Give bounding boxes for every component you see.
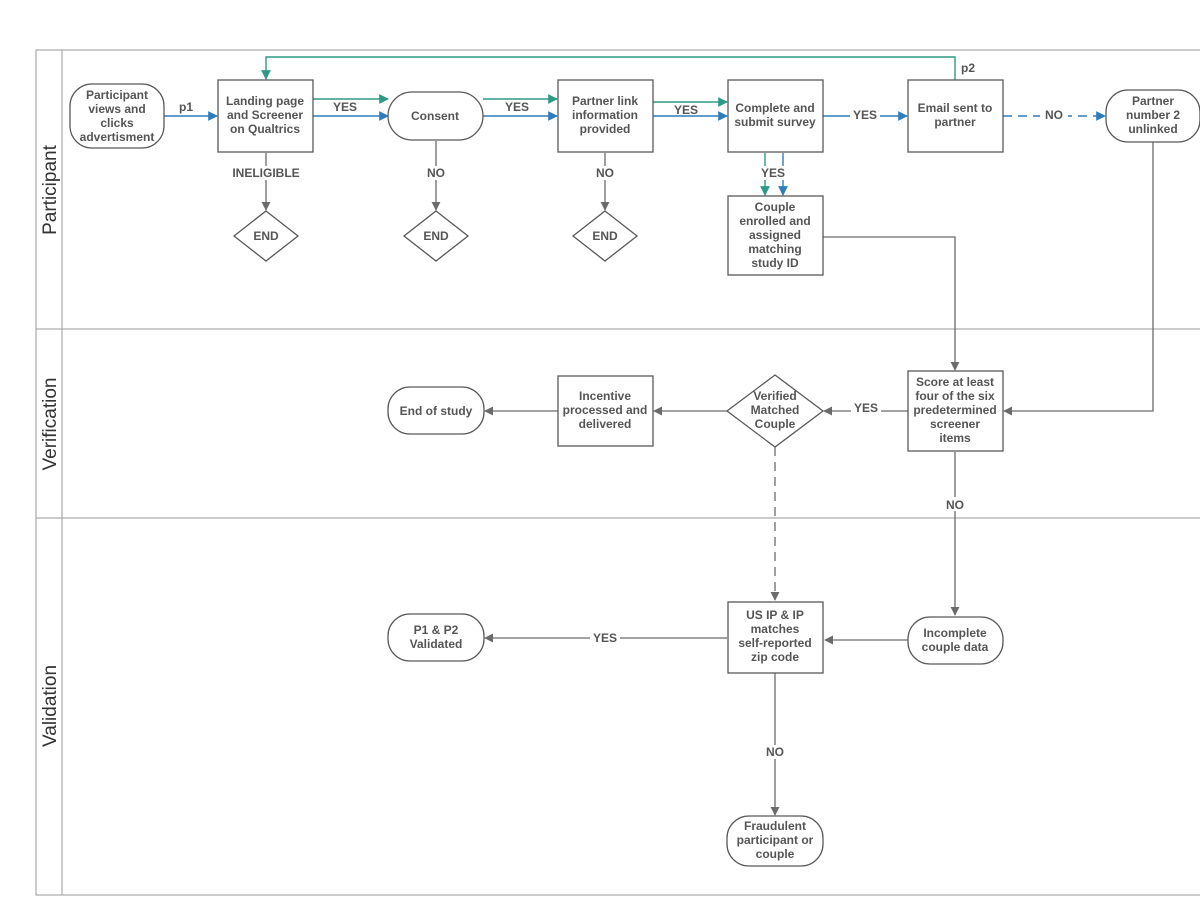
node-consent: Consent xyxy=(387,91,484,141)
edge-label-yes-score: YES xyxy=(854,401,878,415)
lane-label-participant: Participant xyxy=(40,144,61,234)
node-label: Consent xyxy=(411,109,459,123)
edge-label-yes-consent: YES xyxy=(505,100,529,114)
edge-label-yes-landing: YES xyxy=(333,100,357,114)
edge-label-no-partner: NO xyxy=(596,166,614,180)
node-end-partner: END xyxy=(571,210,639,262)
lane-label-validation: Validation xyxy=(40,665,61,747)
lane-label-verification: Verification xyxy=(40,378,61,471)
edge-label-no-ip: NO xyxy=(766,745,784,759)
edge-label-no-score: NO xyxy=(946,498,964,512)
edge-enrolled-score xyxy=(823,236,960,371)
edge-label-p1: p1 xyxy=(179,100,193,114)
node-end-consent: END xyxy=(402,210,470,262)
edge-partner2-score xyxy=(1003,142,1154,416)
node-label: End of study xyxy=(400,404,473,418)
edge-label-no-consent: NO xyxy=(427,166,445,180)
edge-label-yes-partner: YES xyxy=(674,103,698,117)
edge-label-ineligible: INELIGIBLE xyxy=(232,166,299,180)
edge-label-no-email: NO xyxy=(1045,108,1063,122)
node-label: END xyxy=(253,229,279,243)
edge-label-yes-enroll: YES xyxy=(761,166,785,180)
node-label: END xyxy=(423,229,449,243)
edges xyxy=(164,56,1154,816)
edge-label-p2: p2 xyxy=(961,61,975,75)
node-end-of-study: End of study xyxy=(387,386,485,435)
node-label: END xyxy=(592,229,618,243)
edge-label-yes-ip: YES xyxy=(593,631,617,645)
edge-labels: p1 p2 YES YES YES YES NO YES INELIGIBLE … xyxy=(179,61,1068,759)
swimlane-frame xyxy=(35,49,1200,896)
edge-label-yes-complete: YES xyxy=(853,108,877,122)
edge-p2-loop xyxy=(261,56,956,80)
node-end-ineligible: END xyxy=(232,210,300,262)
